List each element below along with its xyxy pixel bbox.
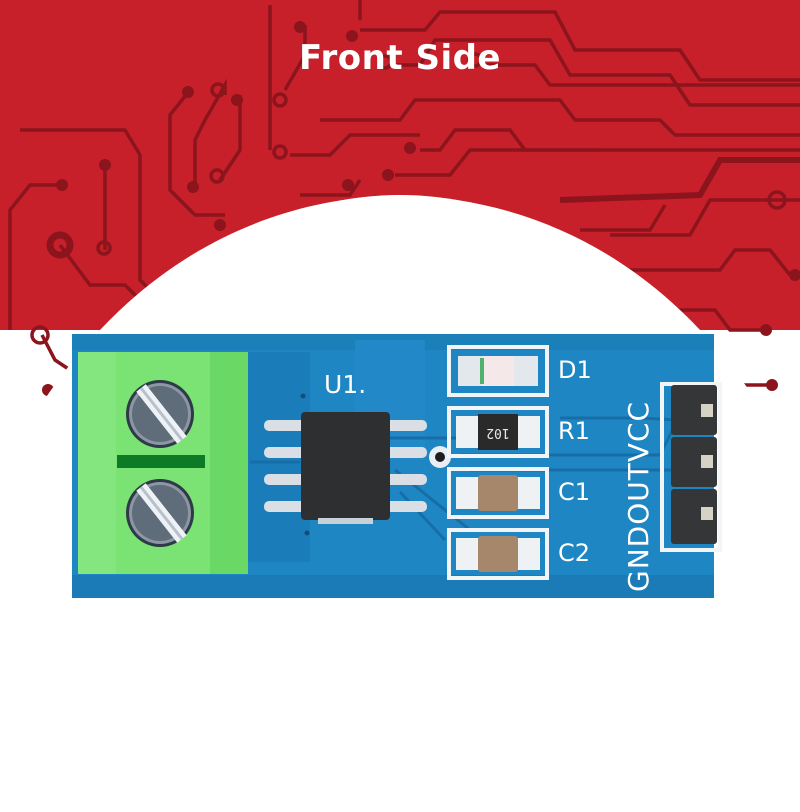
- banner-title: Front Side: [298, 38, 501, 78]
- circuit-pads: [42, 21, 800, 396]
- circuit-traces: [8, 0, 800, 387]
- label-c1: C1: [558, 478, 591, 506]
- capacitor-c1: [456, 475, 540, 511]
- pin-labels: GNDOUTVCC: [622, 400, 655, 592]
- pin-header: [671, 385, 717, 544]
- svg-text:102: 102: [486, 425, 509, 440]
- chip-label: U1.: [324, 370, 367, 399]
- capacitor-c2: [456, 536, 540, 572]
- circuit-rings: [30, 52, 787, 345]
- resistor-r1: 102: [456, 414, 540, 450]
- label-d1: D1: [558, 356, 592, 384]
- terminal-block: [78, 352, 248, 574]
- led-d1: [458, 356, 538, 386]
- silkscreen-outlines: [447, 345, 722, 580]
- ic-chip: [264, 412, 427, 524]
- label-c2: C2: [558, 539, 591, 567]
- label-r1: R1: [558, 417, 590, 445]
